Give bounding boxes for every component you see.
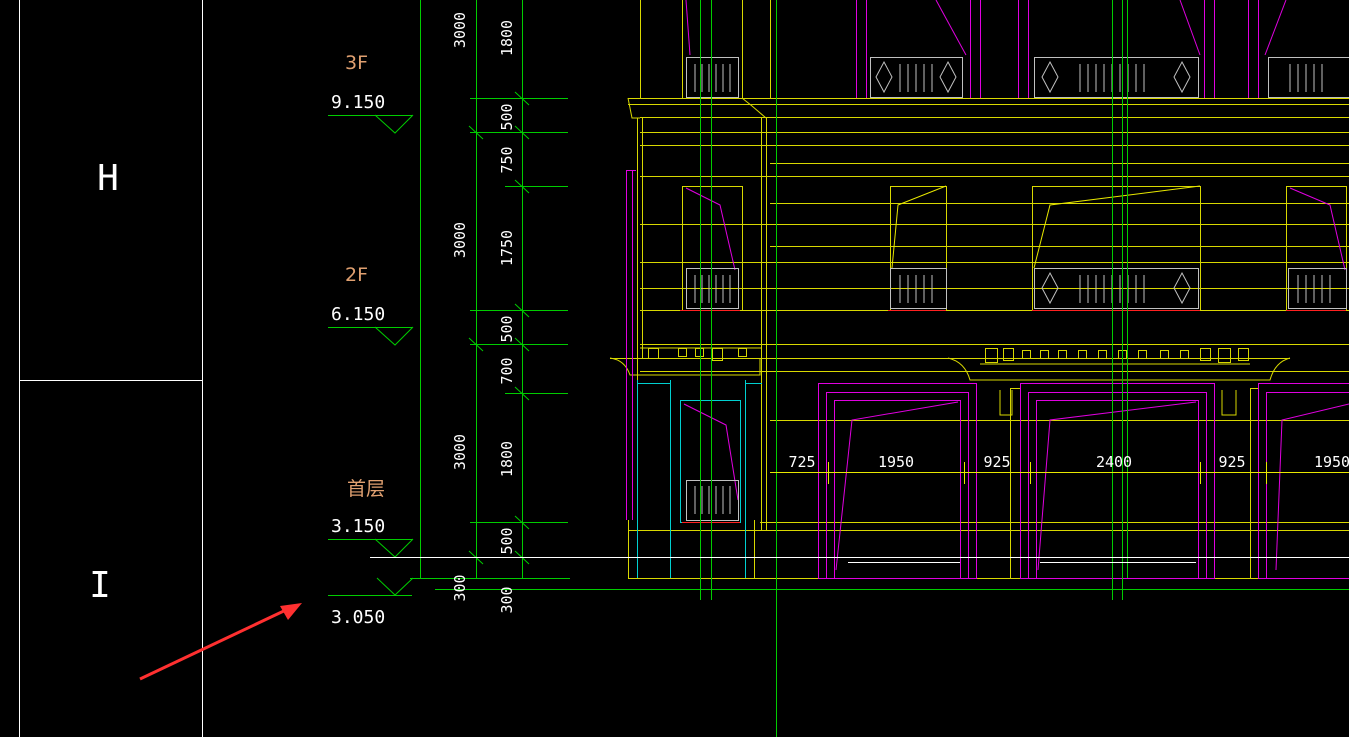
vdim-inner-1: 1800 bbox=[498, 20, 516, 56]
grid-label-upper: H bbox=[97, 158, 119, 199]
level-elevation-grade: 3.050 bbox=[331, 607, 385, 628]
grid-label-lower: I bbox=[89, 565, 111, 606]
hdim-3: 925 bbox=[983, 453, 1010, 471]
level-elevation-2f: 6.150 bbox=[331, 304, 385, 325]
vdim-inner-8: 500 bbox=[498, 527, 516, 554]
vdim-inner-4: 1750 bbox=[498, 230, 516, 266]
level-name-2f: 2F bbox=[345, 264, 368, 286]
level-name-ground: 首层 bbox=[347, 478, 385, 500]
vdim-inner-6: 700 bbox=[498, 357, 516, 384]
vdim-outer-3: 3000 bbox=[451, 434, 469, 470]
level-name-3f: 3F bbox=[345, 52, 368, 74]
building-facade bbox=[370, 0, 1349, 737]
hdim-6: 1950 bbox=[1314, 453, 1349, 471]
dimension-lines bbox=[410, 0, 1349, 590]
hdim-4: 2400 bbox=[1096, 453, 1132, 471]
vdim-outer-2: 3000 bbox=[451, 222, 469, 258]
vdim-inner-3: 750 bbox=[498, 146, 516, 173]
vdim-outer-1: 3000 bbox=[451, 12, 469, 48]
vdim-inner-5: 500 bbox=[498, 315, 516, 342]
hdim-1: 725 bbox=[788, 453, 815, 471]
vdim-inner-7: 1800 bbox=[498, 441, 516, 477]
level-elevation-3f: 9.150 bbox=[331, 92, 385, 113]
vdim-outer-4: 300 bbox=[451, 574, 469, 601]
red-arrow-pointer-icon bbox=[139, 603, 302, 681]
hdim-2: 1950 bbox=[878, 453, 914, 471]
grid-axis-panel bbox=[19, 0, 203, 737]
hdim-5: 925 bbox=[1218, 453, 1245, 471]
vdim-inner-9: 300 bbox=[498, 586, 516, 613]
vdim-inner-2: 500 bbox=[498, 103, 516, 130]
level-elevation-ground: 3.150 bbox=[331, 516, 385, 537]
